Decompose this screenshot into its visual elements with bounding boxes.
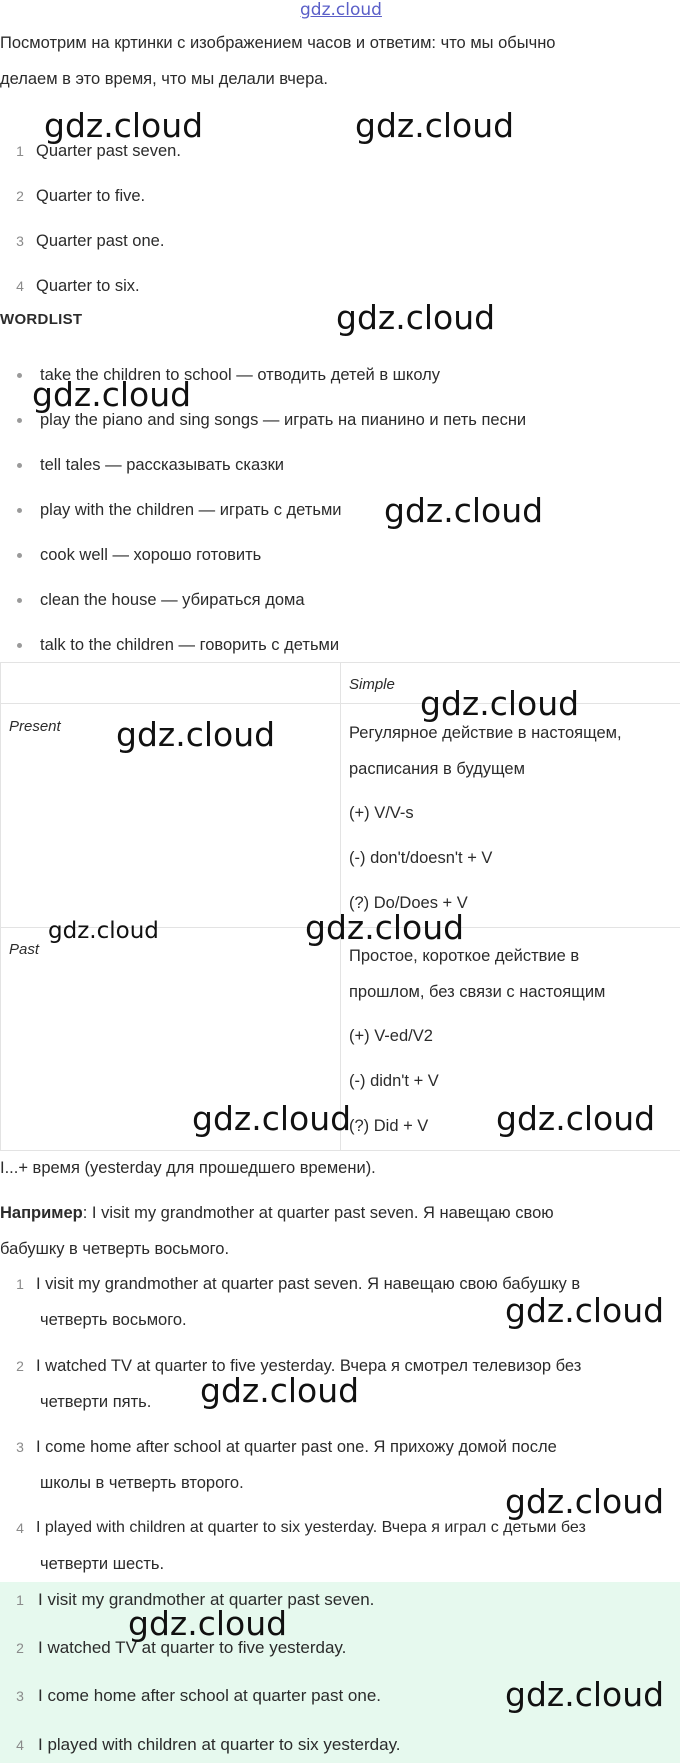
list-number: 4	[16, 1520, 24, 1536]
bullet-icon	[17, 373, 22, 378]
table-cell: Простое, короткое действие в прошлом, бе…	[340, 927, 680, 1151]
watermark: gdz.cloud	[384, 491, 544, 530]
watermark: gdz.cloud	[505, 1482, 665, 1521]
watermark: gdz.cloud	[200, 1371, 360, 1410]
row-label: Present	[9, 718, 61, 735]
example-text: : I visit my grandmother at quarter past…	[82, 1204, 554, 1222]
list-number: 3	[16, 1439, 24, 1455]
list-item: Quarter to six.	[36, 277, 140, 295]
table-row-label-cell: Past	[0, 927, 341, 1151]
intro-line-1: Посмотрим на кртинки с изображением часо…	[0, 34, 556, 52]
watermark: gdz.cloud	[420, 684, 580, 723]
watermark: gdz.cloud	[116, 715, 276, 754]
list-number: 4	[16, 278, 24, 294]
cell-line: (?) Did + V	[349, 1117, 429, 1135]
list-item: I played with children at quarter to six…	[38, 1735, 401, 1754]
list-item: play with the children — играть с детьми	[40, 501, 342, 519]
list-number: 2	[16, 1358, 24, 1374]
bullet-icon	[17, 598, 22, 603]
cell-line: (+) V/V-s	[349, 804, 414, 822]
list-item: talk to the children — говорить с детьми	[40, 636, 340, 654]
watermark: gdz.cloud	[192, 1099, 352, 1138]
bullet-icon	[17, 418, 22, 423]
watermark: gdz.cloud	[505, 1291, 665, 1330]
list-item-continued: школы в четверть второго.	[40, 1474, 244, 1492]
watermark: gdz.cloud	[305, 908, 465, 947]
watermark: gdz.cloud	[355, 106, 515, 145]
cell-line: (+) V-ed/V2	[349, 1027, 433, 1045]
list-item: I watched TV at quarter to five yesterda…	[36, 1357, 582, 1375]
watermark: gdz.cloud	[128, 1604, 288, 1643]
list-item: Quarter to five.	[36, 187, 146, 205]
table-header-simple: Simple	[349, 676, 395, 693]
cell-line: расписания в будущем	[349, 760, 525, 778]
bullet-icon	[17, 508, 22, 513]
list-number: 1	[16, 1592, 24, 1608]
watermark: gdz.cloud	[336, 298, 496, 337]
list-number: 2	[16, 188, 24, 204]
intro-line-2: делаем в это время, что мы делали вчера.	[0, 70, 329, 88]
list-item: Quarter past one.	[36, 232, 165, 250]
list-number: 2	[16, 1640, 24, 1656]
cell-line: (-) didn't + V	[349, 1072, 439, 1090]
list-number: 3	[16, 1688, 24, 1704]
list-item: clean the house — убираться дома	[40, 591, 305, 609]
bullet-icon	[17, 553, 22, 558]
bullet-icon	[17, 463, 22, 468]
list-item: I watched TV at quarter to five yesterda…	[38, 1638, 347, 1657]
cell-line: прошлом, без связи с настоящим	[349, 983, 606, 1001]
list-number: 4	[16, 1737, 24, 1753]
list-item: tell tales — рассказывать сказки	[40, 456, 285, 474]
list-item: I visit my grandmother at quarter past s…	[38, 1590, 375, 1609]
watermark: gdz.cloud	[44, 106, 204, 145]
example-line-2: бабушку в четверть восьмого.	[0, 1240, 230, 1258]
list-item: play the piano and sing songs — играть н…	[40, 411, 527, 429]
list-item: cook well — хорошо готовить	[40, 546, 262, 564]
list-item: take the children to school — отводить д…	[40, 366, 441, 384]
watermark: gdz.cloud	[48, 918, 159, 944]
list-number: 1	[16, 143, 24, 159]
watermark: gdz.cloud	[505, 1675, 665, 1714]
formula-text: I...+ время (yesterday для прошедшего вр…	[0, 1159, 376, 1177]
list-item-continued: четверти шесть.	[40, 1555, 165, 1573]
list-item-continued: четверть восьмого.	[40, 1311, 187, 1329]
example-label: Например	[0, 1204, 83, 1222]
table-row: Past Простое, короткое действие в прошло…	[0, 927, 680, 1151]
list-number: 3	[16, 233, 24, 249]
site-logo[interactable]: gdz.cloud	[300, 0, 382, 20]
example-line-1: Например: I visit my grandmother at quar…	[0, 1203, 554, 1223]
list-item: I visit my grandmother at quarter past s…	[36, 1275, 581, 1293]
answer-block	[0, 1582, 680, 1763]
wordlist-heading: WORDLIST	[0, 311, 83, 328]
grammar-table: Simple Present Регулярное действие в нас…	[0, 662, 680, 1151]
list-item: I come home after school at quarter past…	[38, 1686, 382, 1705]
watermark: gdz.cloud	[496, 1099, 656, 1138]
table-row: Present Регулярное действие в настоящем,…	[0, 703, 680, 928]
bullet-icon	[17, 643, 22, 648]
cell-line: Простое, короткое действие в	[349, 947, 580, 965]
cell-line: Регулярное действие в настоящем,	[349, 724, 622, 742]
watermark: gdz.cloud	[32, 375, 192, 414]
list-item: I played with children at quarter to six…	[36, 1519, 586, 1536]
list-item: I come home after school at quarter past…	[36, 1438, 557, 1456]
list-item-continued: четверти пять.	[40, 1393, 152, 1411]
list-number: 1	[16, 1276, 24, 1292]
table-cell: Регулярное действие в настоящем, расписа…	[340, 703, 680, 928]
row-label: Past	[9, 941, 40, 958]
table-header-empty	[0, 662, 341, 704]
cell-line: (-) don't/doesn't + V	[349, 849, 493, 867]
cell-line: (?) Do/Does + V	[349, 894, 468, 912]
list-item: Quarter past seven.	[36, 142, 181, 160]
